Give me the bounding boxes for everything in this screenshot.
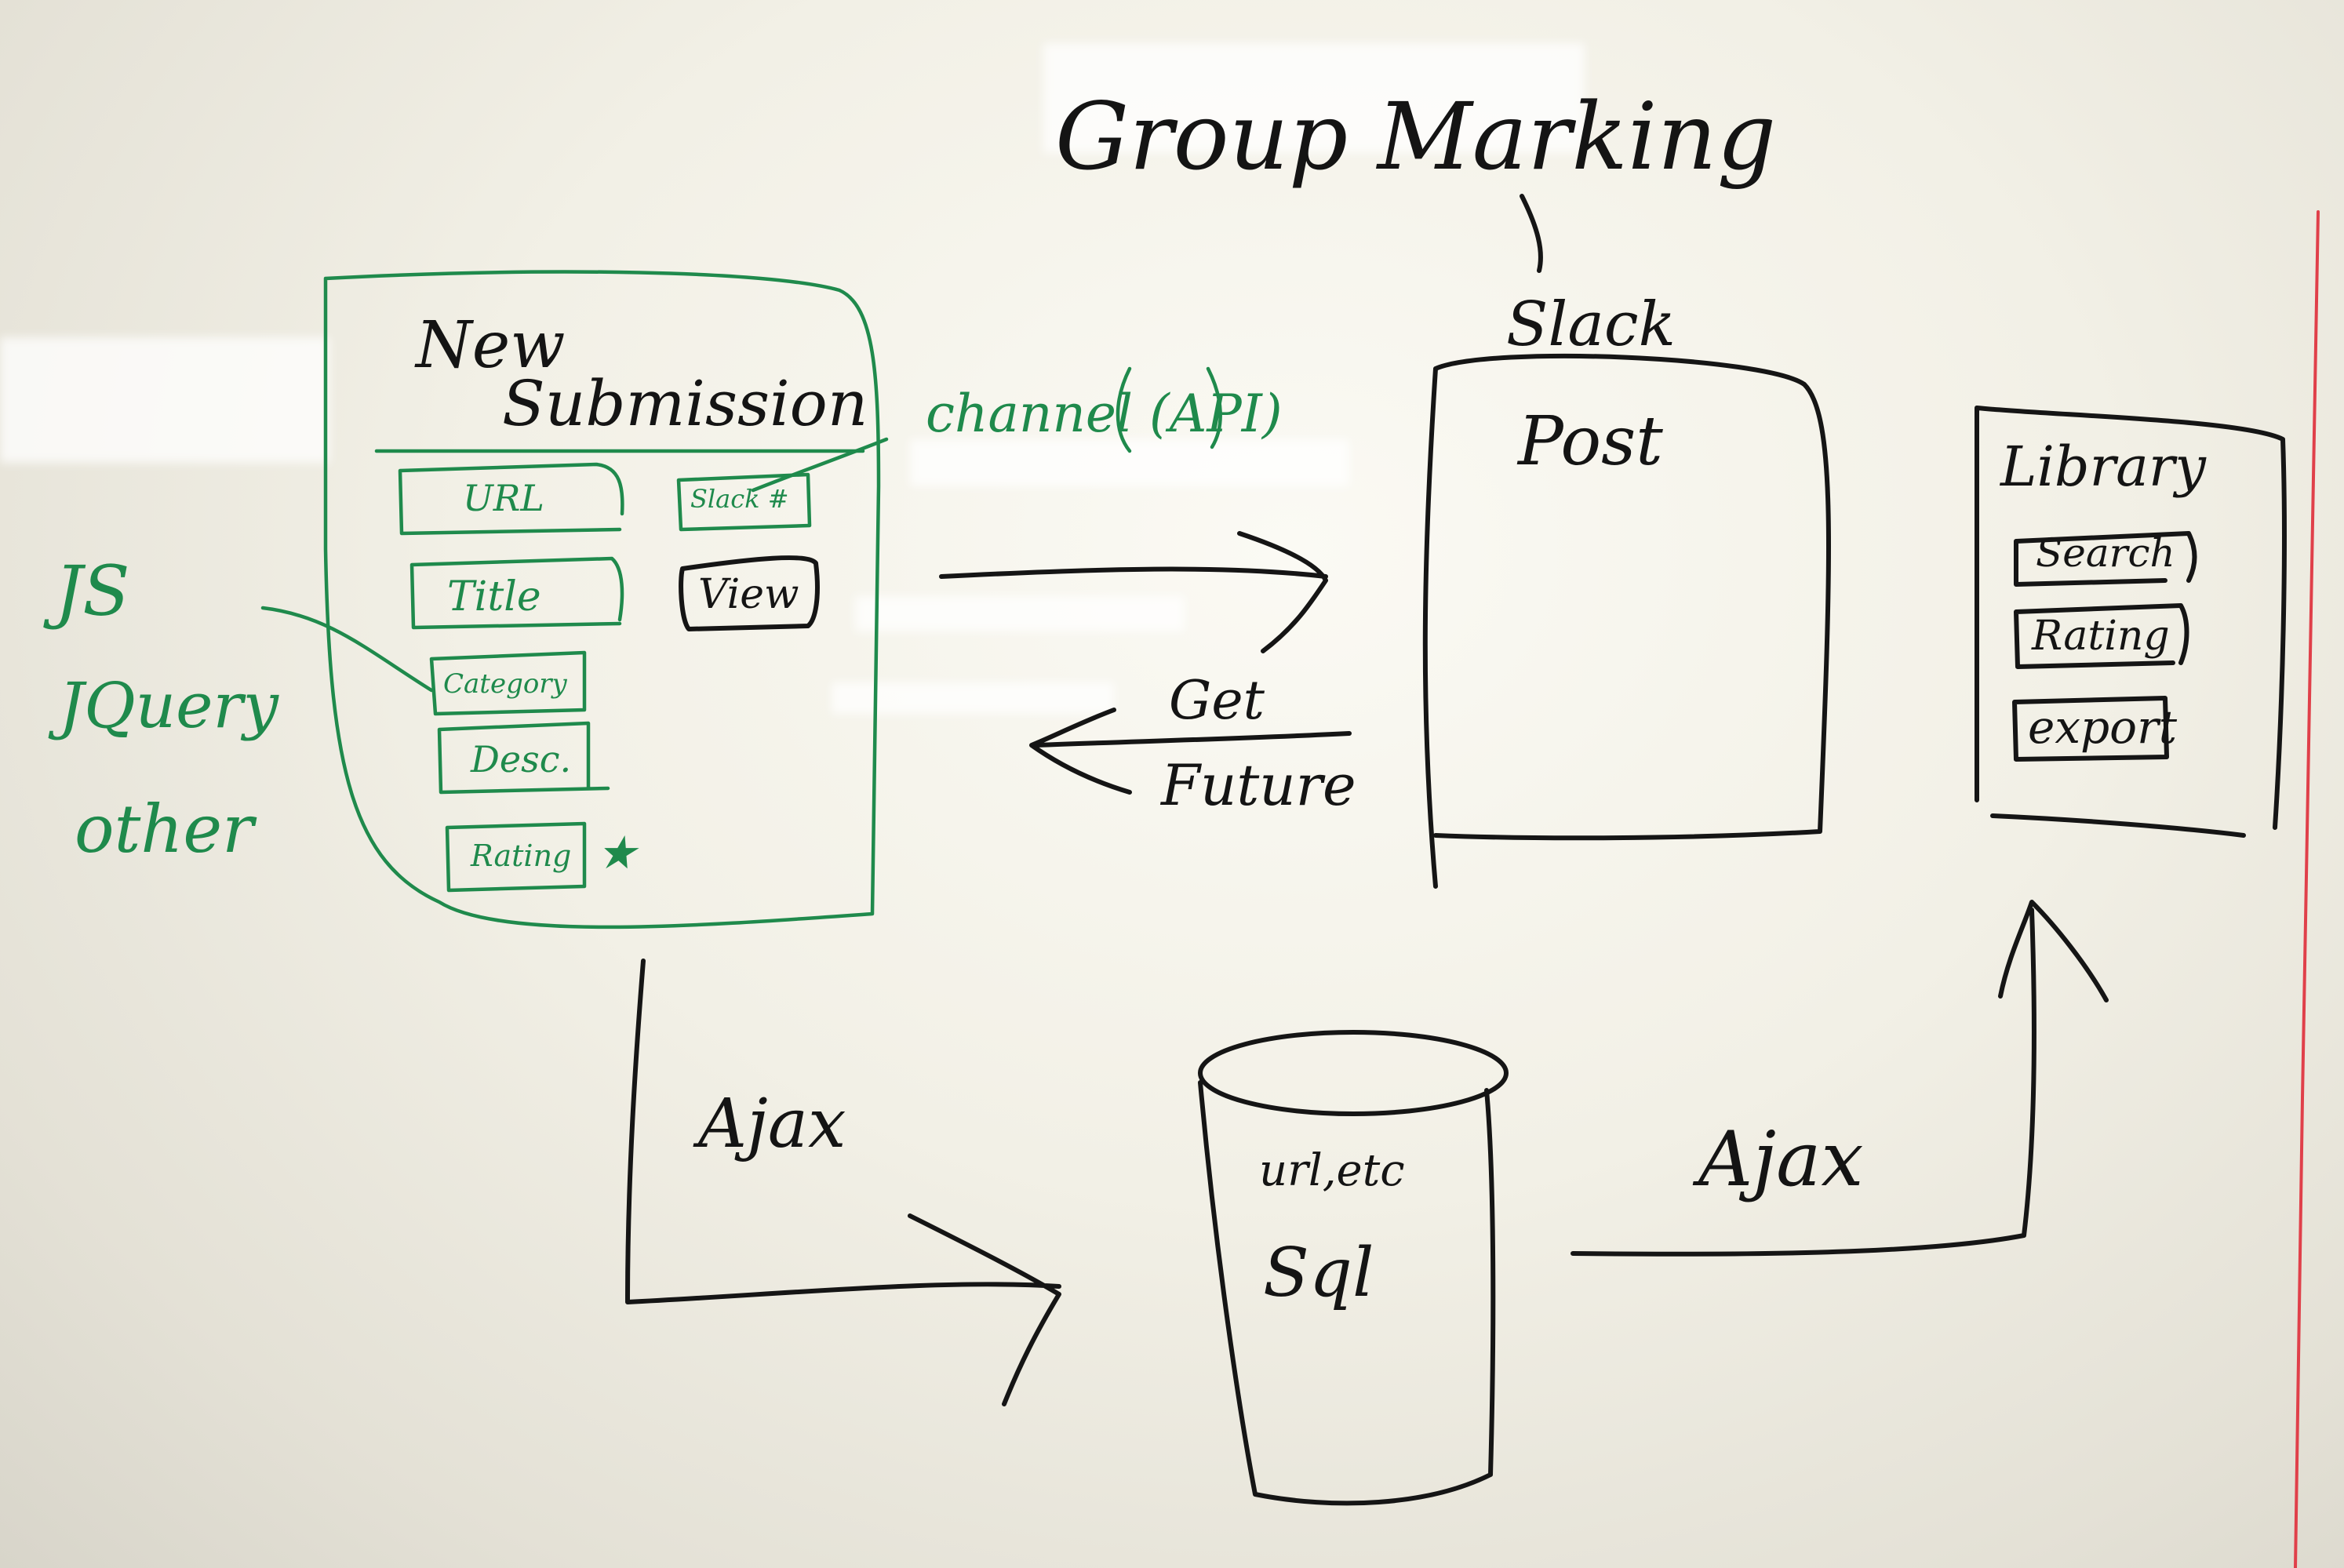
glare-mid [910,439,1349,486]
channel-paren2 [1206,366,1222,449]
library-item-rating: Rating [2032,613,2170,660]
arrow-ajax-right [1571,900,2109,1257]
library-item-search: Search [2036,530,2175,576]
slack-button-label: Slack # [690,484,789,514]
library-search-box [2014,531,2197,587]
library-title: Library [2000,435,2206,499]
field-desc: Desc. [471,738,572,780]
field-rating: Rating [471,839,572,873]
db-body [1198,1080,1496,1506]
field-title: Title [447,573,541,620]
arrow-ajax-left [625,959,1061,1406]
url-field-box [398,462,624,536]
jquery-connector [260,606,434,693]
ajax-right-label: Ajax [1698,1115,1864,1203]
glare-mid3 [832,682,1114,714]
glare-top [1043,43,1585,153]
slack-button-box [676,472,812,532]
category-field-box [429,650,587,716]
submission-heading-1: New [416,308,566,383]
desc-field-box [437,721,610,795]
field-category: Category [443,668,567,700]
arrow-to-slack [939,531,1328,653]
view-button-box [679,555,820,631]
title-field-box [409,556,624,630]
get-label: Get [1169,670,1265,732]
submission-heading-2: Submission [502,367,868,440]
library-box [1975,406,2287,838]
slack-box [1422,353,1832,889]
library-rating-box [2014,603,2189,669]
slack-label: Slack [1506,289,1676,360]
channel-paren [1116,366,1132,453]
library-export-box [2012,696,2169,762]
submission-box [323,270,881,930]
db-label-url: url,etc [1259,1145,1405,1196]
margin-line [2294,210,2320,1568]
channel-note: channel (API) [926,384,1283,444]
note-other: other [75,791,254,868]
board-title: Group Marking [1055,82,1777,191]
note-js: JS [55,551,130,631]
note-jquery: JQuery [59,669,278,742]
db-top [1198,1030,1509,1116]
channel-connector [751,437,889,493]
ajax-left-label: Ajax [698,1085,846,1163]
rating-field-box [445,821,587,893]
title-flourish [1520,194,1543,273]
glare-left [0,337,329,463]
view-button-label: View [698,571,799,618]
field-url: URL [463,477,544,519]
rating-star-icon: ★ [596,826,637,879]
library-item-export: export [2028,700,2178,754]
glare-mid2 [855,596,1185,631]
future-label: Future [1161,752,1356,818]
db-label-sql: Sql [1263,1234,1374,1312]
slack-post-label: Post [1518,402,1663,481]
arrow-from-slack [1029,708,1352,795]
